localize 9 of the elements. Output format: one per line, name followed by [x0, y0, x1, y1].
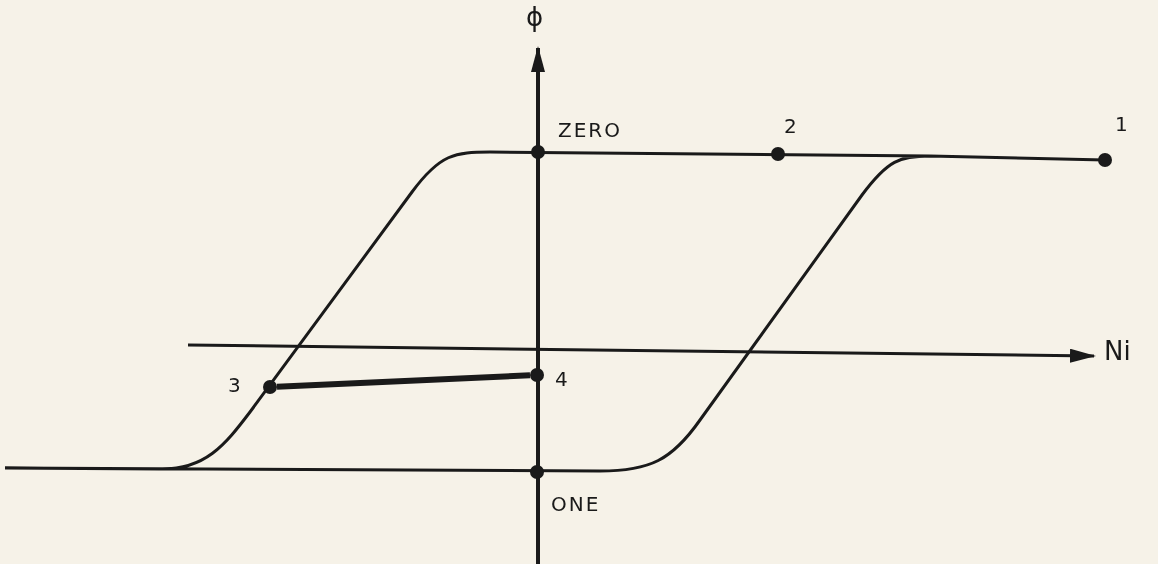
point-label: ZERO [558, 120, 622, 140]
axis-label: ϕ [526, 4, 544, 30]
point-label: 2 [784, 116, 799, 136]
axis-label: Ni [1104, 338, 1131, 364]
point-label: 1 [1115, 114, 1130, 134]
connecting-line [276, 372, 531, 390]
point-label: ONE [551, 494, 601, 514]
point-label: 3 [228, 375, 243, 395]
point-label: 4 [555, 369, 570, 389]
